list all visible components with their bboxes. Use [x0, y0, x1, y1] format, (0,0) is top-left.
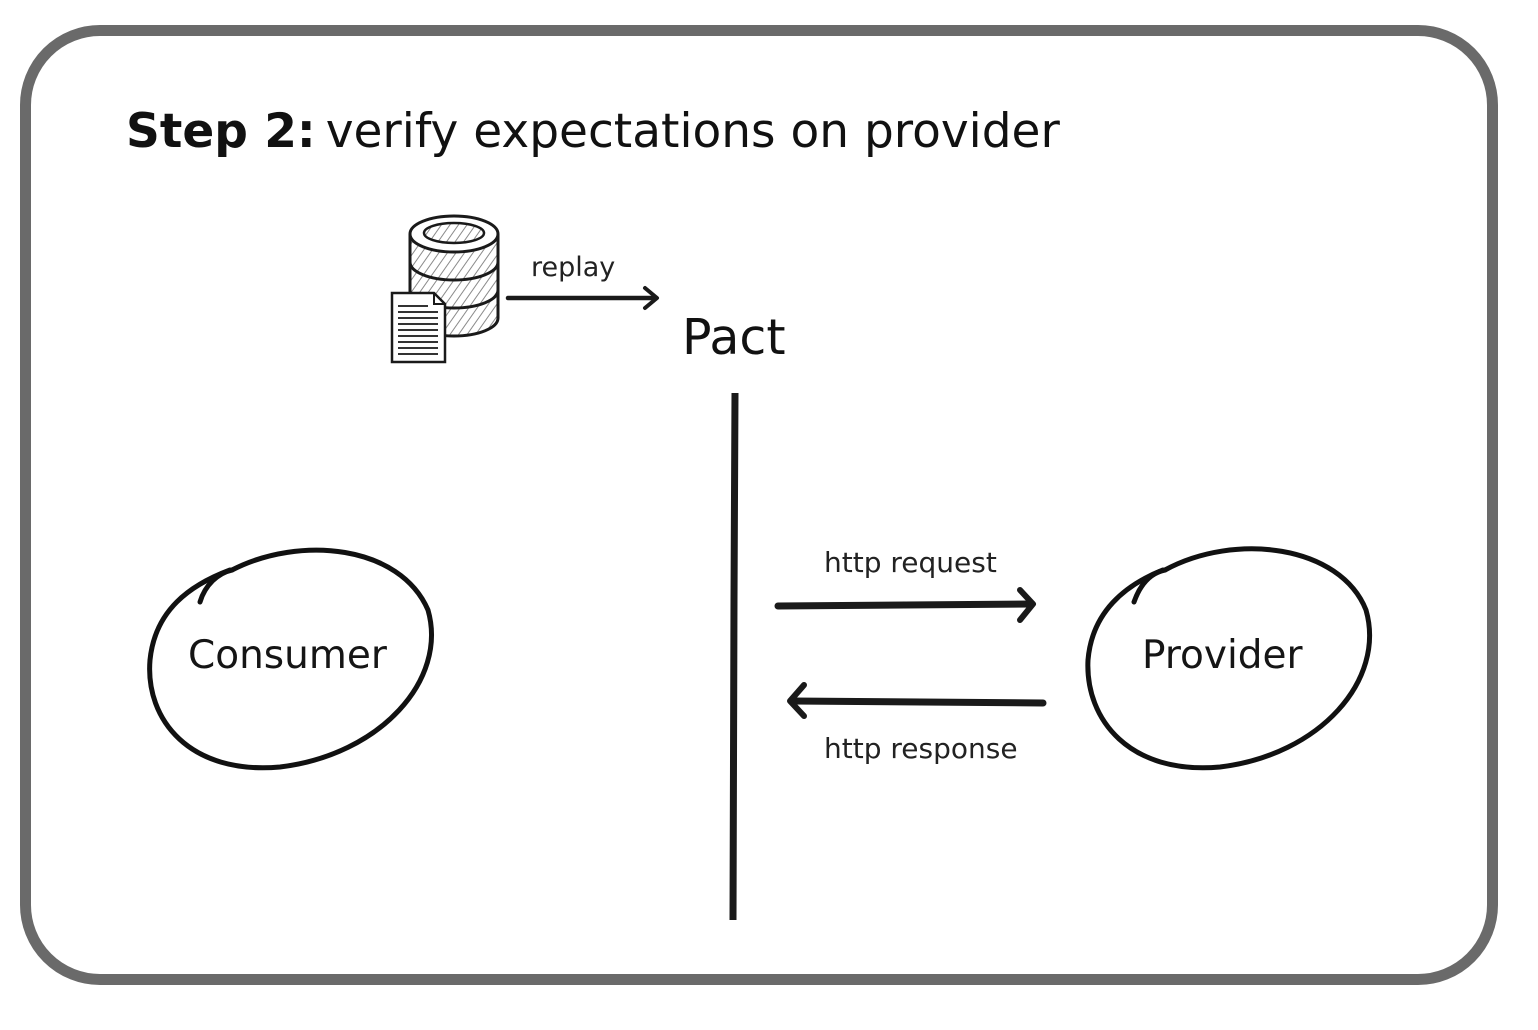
replay-arrow	[505, 286, 659, 310]
consumer-node: Consumer	[147, 547, 434, 771]
pact-label: Pact	[682, 309, 786, 366]
request-arrow	[774, 587, 1036, 623]
provider-label: Provider	[1142, 633, 1304, 678]
consumer-outline	[147, 547, 434, 771]
title-step: Step 2:	[126, 104, 316, 159]
response-label: http response	[824, 732, 1018, 765]
replay-label: replay	[531, 252, 615, 283]
request-label: http request	[824, 546, 997, 579]
provider-outline	[1085, 546, 1373, 771]
document-icon	[390, 291, 447, 364]
response-arrow	[787, 682, 1047, 719]
page-title: Step 2:verify expectations on provider	[126, 104, 1060, 159]
title-description: verify expectations on provider	[325, 104, 1060, 159]
provider-node: Provider	[1085, 546, 1373, 771]
pact-divider	[729, 392, 739, 921]
diagram-frame	[20, 25, 1498, 985]
consumer-label: Consumer	[188, 633, 388, 678]
